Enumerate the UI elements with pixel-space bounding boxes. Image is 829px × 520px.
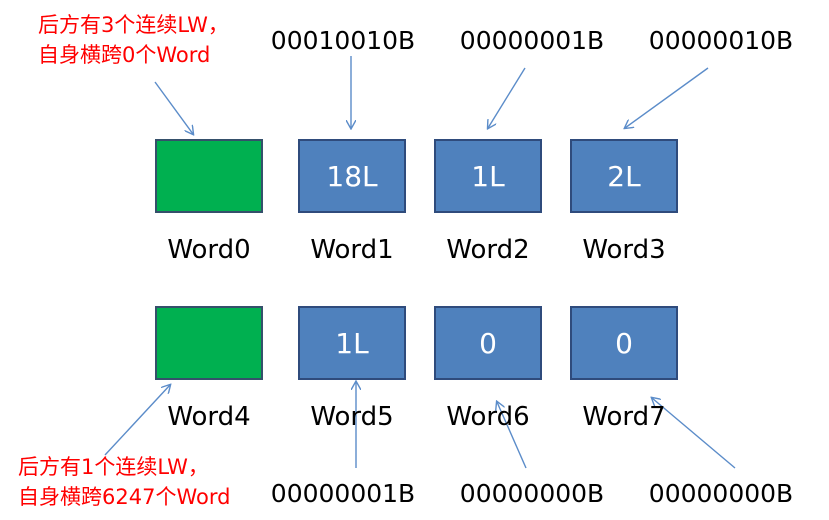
arrow-bin-to-word2	[488, 67, 526, 128]
row2-binary-word7: 00000000B	[648, 479, 794, 508]
arrow-note-to-word0	[154, 81, 193, 134]
row2-note-line2: 自身横跨6247个Word	[18, 485, 231, 509]
word2-box: 1L	[434, 139, 542, 213]
word2-label: Word2	[446, 235, 530, 265]
arrow-bin-to-word6	[497, 402, 527, 469]
word1-label: Word1	[310, 235, 394, 265]
row1-note-line2: 自身横跨0个Word	[38, 43, 211, 67]
row1-binary-word2: 00000001B	[459, 26, 605, 55]
word1-box: 18L	[298, 139, 406, 213]
row2-binary-word6: 00000000B	[459, 479, 605, 508]
word0-label: Word0	[167, 235, 251, 265]
row2-note: 后方有1个连续LW， 自身横跨6247个Word	[18, 452, 230, 512]
word7-box: 0	[570, 306, 678, 380]
word4-box	[155, 306, 263, 380]
word5-box: 1L	[298, 306, 406, 380]
arrow-bin-to-word3	[625, 67, 709, 128]
word3-label: Word3	[582, 235, 666, 265]
word5-label: Word5	[310, 402, 394, 432]
word6-label: Word6	[446, 402, 530, 432]
row2-binary-word5: 00000001B	[270, 479, 416, 508]
row2-note-line1: 后方有1个连续LW，	[18, 455, 209, 479]
row1-note-line1: 后方有3个连续LW，	[38, 13, 229, 37]
word0-box	[155, 139, 263, 213]
arrow-bin-to-word7	[652, 398, 736, 469]
word3-box: 2L	[570, 139, 678, 213]
word7-label: Word7	[582, 402, 666, 432]
row1-note: 后方有3个连续LW， 自身横跨0个Word	[38, 10, 229, 70]
word6-box: 0	[434, 306, 542, 380]
word4-label: Word4	[167, 402, 251, 432]
arrow-note-to-word4	[104, 385, 170, 456]
row1-binary-word1: 00010010B	[270, 26, 416, 55]
row1-binary-word3: 00000010B	[648, 26, 794, 55]
